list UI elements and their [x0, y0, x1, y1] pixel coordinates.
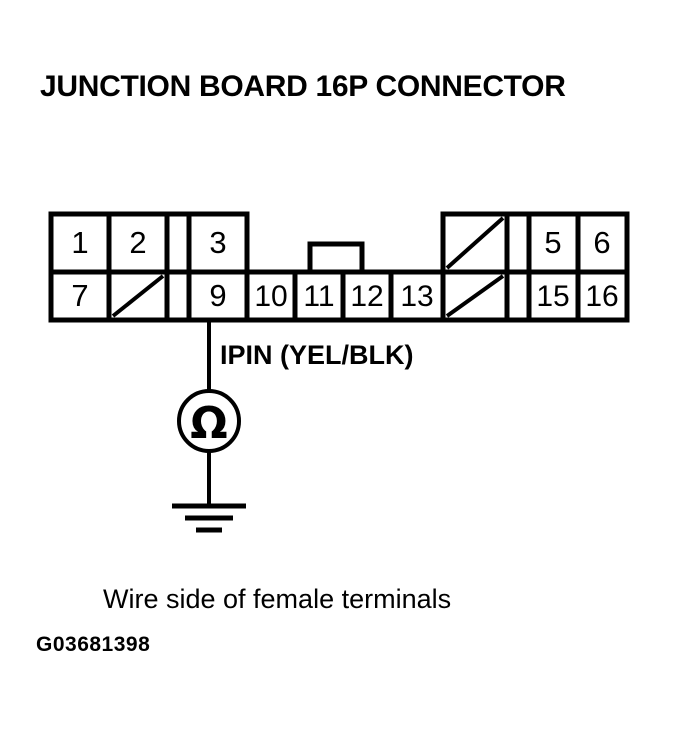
connector-cell-10-label: 10	[254, 280, 287, 313]
connector-cell-16	[575, 269, 630, 323]
connector-locking-tab	[247, 241, 443, 275]
wire-circuit-label: IPIN (YEL/BLK)	[220, 340, 414, 370]
connector-diagram: 1 2 3 5 6 7 9	[48, 211, 630, 533]
connector-cell-9-label: 9	[209, 278, 226, 313]
diagram-caption: Wire side of female terminals	[103, 584, 452, 614]
connector-cell-15-label: 15	[536, 280, 569, 313]
connector-cell-6-label: 6	[593, 225, 610, 260]
connector-keyway-right-bottom	[504, 269, 532, 323]
connector-keyway-left-top	[164, 211, 192, 275]
connector-cell-8-blank-slash	[111, 274, 165, 318]
connector-keyway-right-top	[504, 211, 532, 275]
connector-cell-14-blank-slash	[445, 274, 505, 318]
connector-keyway-left-bottom	[164, 269, 192, 323]
ohm-icon: Ω	[190, 398, 227, 449]
connector-cell-5-label: 5	[544, 225, 561, 260]
connector-cell-11-label: 11	[303, 280, 334, 313]
connector-cell-13-label: 13	[400, 280, 433, 313]
connector-cell-3-label: 3	[209, 225, 226, 260]
page-title: JUNCTION BOARD 16P CONNECTOR	[40, 70, 566, 103]
connector-cell-7-label: 7	[71, 278, 88, 313]
connector-cell-16-label: 16	[585, 280, 618, 313]
connector-cell-4-blank-slash	[445, 216, 505, 270]
connector-cell-12-label: 12	[350, 280, 383, 313]
figure-id: G03681398	[36, 633, 151, 656]
connector-cell-2-label: 2	[129, 225, 146, 260]
connector-cell-1-label: 1	[71, 225, 88, 260]
